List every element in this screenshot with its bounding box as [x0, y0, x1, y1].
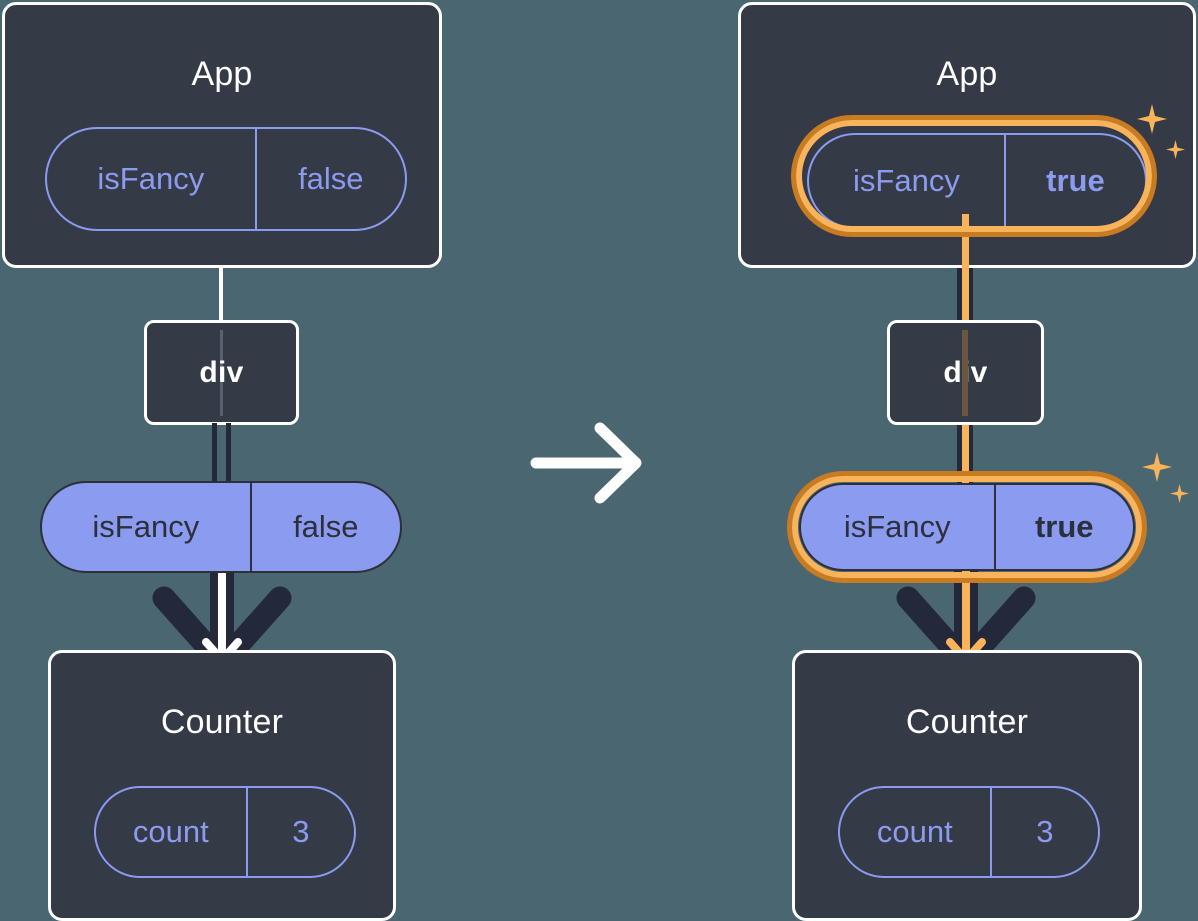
left-app-state-value: false — [254, 129, 405, 229]
left-connector-div-to-props-a — [212, 423, 217, 485]
left-counter-state-value: 3 — [245, 788, 354, 876]
left-counter-box: Counter count 3 — [48, 650, 396, 921]
right-app-title: App — [936, 55, 998, 93]
right-counter-state-value: 3 — [989, 788, 1098, 876]
right-app-state-value: true — [1003, 135, 1145, 227]
right-props-key: isFancy — [843, 509, 951, 544]
right-counter-box: Counter count 3 — [792, 650, 1142, 921]
right-connector-div-to-props-orange — [962, 423, 969, 489]
right-props-pill: isFancy true — [799, 483, 1135, 571]
right-counter-title: Counter — [905, 703, 1029, 741]
left-app-state-key: isFancy — [97, 161, 205, 196]
right-counter-state-pill: count 3 — [838, 786, 1100, 878]
left-counter-state-key: count — [132, 814, 209, 849]
left-div-internal-line — [220, 330, 223, 416]
left-connector-div-to-props-b — [226, 423, 231, 485]
sparkle-large-props-icon — [1142, 452, 1172, 482]
right-connector-app-to-div-orange — [962, 214, 969, 326]
left-div-label: div — [199, 355, 244, 389]
left-counter-state-pill: count 3 — [94, 786, 356, 878]
left-app-state-pill: isFancy false — [45, 127, 407, 231]
right-props-value: true — [993, 485, 1133, 569]
left-props-key: isFancy — [92, 509, 200, 544]
right-app-state-key: isFancy — [853, 163, 960, 198]
left-app-box: App isFancy false — [2, 2, 442, 268]
transition-right-arrow-icon — [530, 422, 642, 504]
sparkle-small-props-icon — [1170, 484, 1189, 503]
left-props-value: false — [249, 483, 400, 571]
left-counter-title: Counter — [160, 703, 284, 741]
right-counter-state-key: count — [876, 814, 953, 849]
right-app-state-pill: isFancy true — [807, 133, 1147, 229]
left-connector-app-to-div — [219, 266, 223, 326]
right-div-internal-line — [962, 330, 968, 416]
left-props-pill: isFancy false — [40, 481, 402, 573]
left-app-title: App — [191, 55, 253, 93]
